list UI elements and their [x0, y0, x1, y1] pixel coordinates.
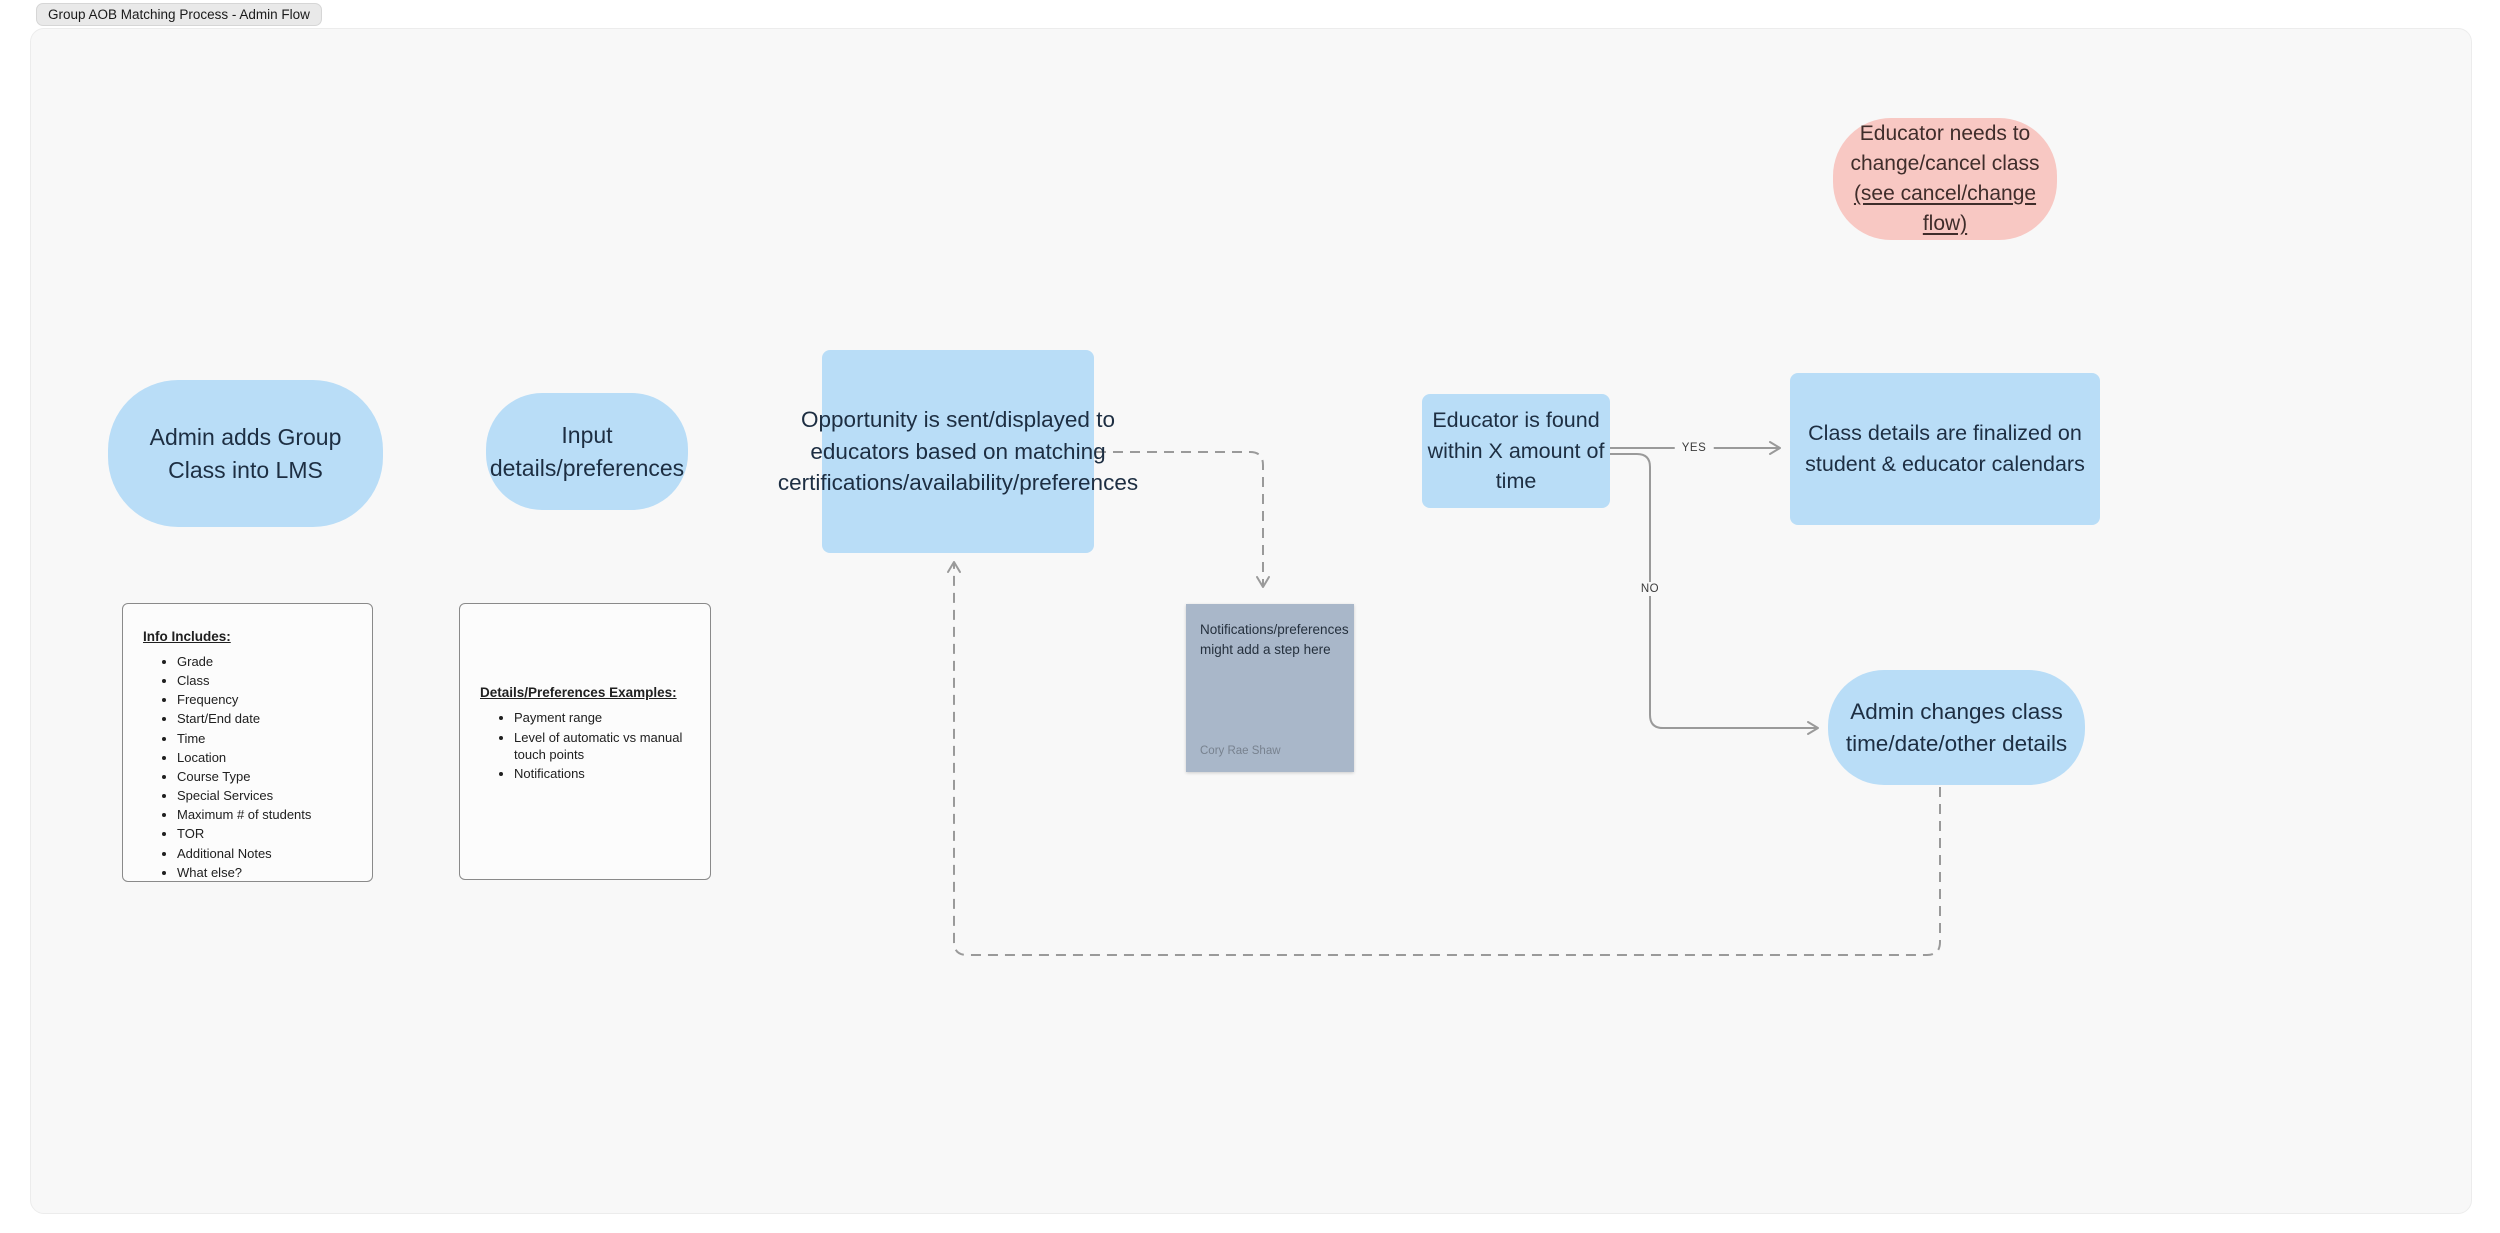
- list-item: What else?: [177, 864, 358, 882]
- edge-label-no: NO: [1633, 582, 1667, 596]
- node-label: Class details are finalized on student &…: [1805, 421, 2085, 476]
- node-label: Input details/preferences: [489, 421, 685, 481]
- cancel-change-flow-link[interactable]: (see cancel/change flow): [1853, 182, 2037, 235]
- node-input-details-preferences[interactable]: Input details/preferences: [486, 393, 688, 510]
- node-educator-change-cancel[interactable]: Educator needs to change/cancel class (s…: [1833, 118, 2057, 240]
- sticky-note-notifications[interactable]: Notifications/preferences might add a st…: [1186, 604, 1354, 772]
- info-includes-box[interactable]: Info Includes: GradeClassFrequencyStart/…: [122, 603, 373, 882]
- node-educator-found[interactable]: Educator is found within X amount of tim…: [1422, 394, 1610, 508]
- section-title-chip[interactable]: Group AOB Matching Process - Admin Flow: [36, 3, 322, 26]
- list-item: Additional Notes: [177, 845, 358, 863]
- list-item: TOR: [177, 825, 358, 843]
- list-item: Location: [177, 749, 358, 767]
- connector-loopback-dashed-arrow[interactable]: [947, 561, 1941, 956]
- list-item: Payment range: [514, 709, 696, 727]
- node-class-details-finalized[interactable]: Class details are finalized on student &…: [1790, 373, 2100, 525]
- info-includes-heading: Info Includes:: [143, 629, 231, 644]
- node-label: Admin adds Group Class into LMS: [149, 423, 342, 483]
- details-preferences-box[interactable]: Details/Preferences Examples: Payment ra…: [459, 603, 711, 880]
- sticky-author: Cory Rae Shaw: [1200, 744, 1281, 757]
- list-item: Class: [177, 672, 358, 690]
- list-item: Maximum # of students: [177, 806, 358, 824]
- list-item: Level of automatic vs manual touch point…: [514, 729, 696, 764]
- node-label: Educator needs to change/cancel class (s…: [1850, 122, 2040, 235]
- node-label: Admin changes class time/date/other deta…: [1845, 698, 2068, 756]
- details-preferences-list: Payment rangeLevel of automatic vs manua…: [480, 708, 696, 785]
- node-label: Educator is found within X amount of tim…: [1427, 408, 1605, 494]
- list-item: Special Services: [177, 787, 358, 805]
- connector-opportunity-to-sticky-dashed-arrow[interactable]: [1096, 451, 1270, 588]
- list-item: Start/End date: [177, 710, 358, 728]
- info-includes-list: GradeClassFrequencyStart/End dateTimeLoc…: [143, 651, 358, 883]
- sticky-text: Notifications/preferences might add a st…: [1200, 622, 1349, 658]
- node-admin-changes-class[interactable]: Admin changes class time/date/other deta…: [1828, 670, 2085, 785]
- section-title: Group AOB Matching Process - Admin Flow: [48, 7, 310, 22]
- list-item: Frequency: [177, 691, 358, 709]
- list-item: Grade: [177, 653, 358, 671]
- edge-label-yes: YES: [1674, 441, 1714, 455]
- list-item: Course Type: [177, 768, 358, 786]
- node-opportunity-sent[interactable]: Opportunity is sent/displayed to educato…: [778, 350, 1138, 553]
- node-label: Opportunity is sent/displayed to educato…: [777, 406, 1139, 496]
- list-item: Notifications: [514, 765, 696, 783]
- node-admin-adds-group-class[interactable]: Admin adds Group Class into LMS: [108, 380, 383, 527]
- details-preferences-heading: Details/Preferences Examples:: [480, 685, 677, 701]
- list-item: Time: [177, 730, 358, 748]
